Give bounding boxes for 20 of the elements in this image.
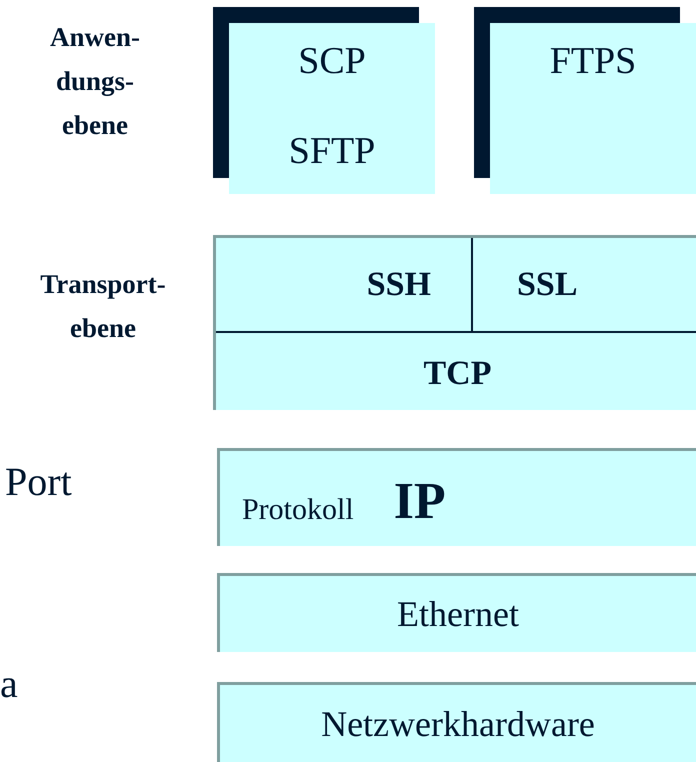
layer-caption: a (0, 660, 19, 708)
layer-label: SFTP (288, 129, 376, 173)
layer-caption: Port (5, 458, 73, 506)
layer-caption: Transport- ebene (39, 268, 167, 345)
layer-label: SSL (517, 265, 578, 305)
protocol-layer-box (217, 448, 696, 546)
transport-layer-box (213, 235, 696, 410)
protocol-layer-box (217, 682, 696, 762)
protocol-box (474, 7, 696, 194)
protocol-box (213, 7, 435, 194)
layer-label: Ethernet (397, 593, 519, 636)
layer-label: SCP (298, 39, 366, 83)
layer-label: IP (394, 476, 446, 528)
layer-label: Netzwerkhardware (321, 702, 595, 746)
protocol-layer-box (217, 573, 696, 652)
layer-label: FTPS (550, 39, 636, 83)
layer-label: TCP (424, 354, 492, 394)
layer-caption: Anwen- dungs- ebene (48, 21, 141, 142)
layer-label: SSH (366, 265, 431, 305)
layer-label: Protokoll (242, 492, 354, 528)
